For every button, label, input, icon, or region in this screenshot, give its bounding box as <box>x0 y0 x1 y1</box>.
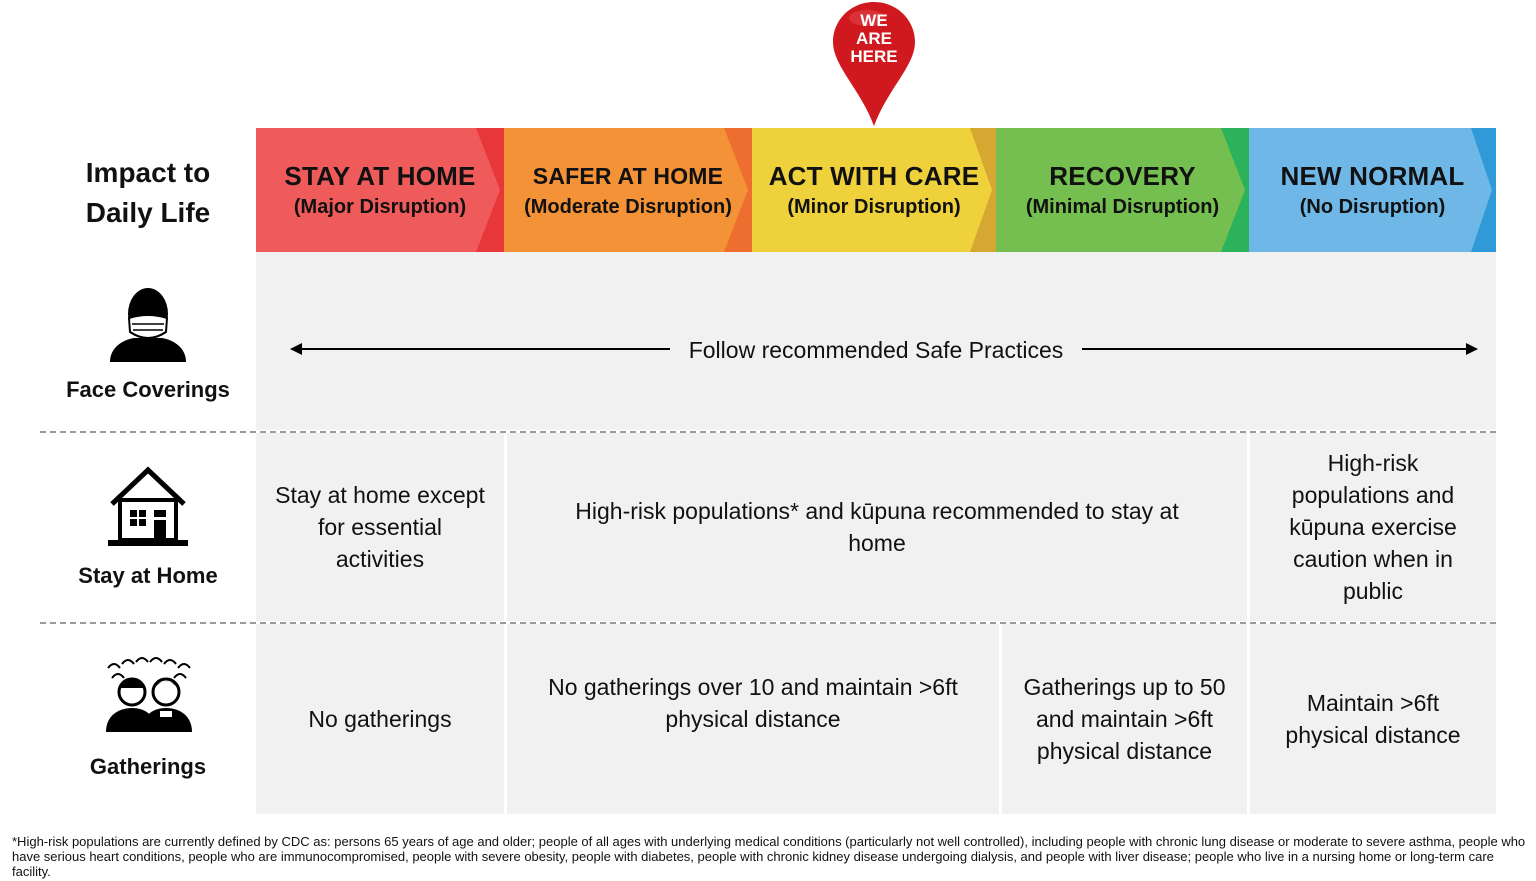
phase-safer-at-home: SAFER AT HOME (Moderate Disruption) <box>504 128 752 252</box>
face-coverings-cell: Follow recommended Safe Practices <box>256 252 1496 430</box>
impact-label-line1: Impact to <box>85 157 211 188</box>
phase-subtitle: (Major Disruption) <box>293 196 467 218</box>
gatherings-cell-phase4: Gatherings up to 50 and maintain >6ft ph… <box>1002 624 1247 814</box>
impact-label-line2: Daily Life <box>85 197 211 228</box>
crowd-icon <box>104 654 194 739</box>
footnote: *High-risk populations are currently def… <box>12 834 1526 879</box>
row-label-gatherings: Gatherings <box>89 754 207 779</box>
row-label-stay-at-home: Stay at Home <box>78 563 218 588</box>
gatherings-cell-phase5: Maintain >6ft physical distance <box>1250 624 1496 814</box>
cell-text: High-risk populations* and kūpuna recomm… <box>575 498 1179 556</box>
phase-title: SAFER AT HOME <box>532 163 724 189</box>
gatherings-cell-phase1: No gatherings <box>256 624 504 814</box>
phase-recovery: RECOVERY (Minimal Disruption) <box>996 128 1249 252</box>
row-divider <box>40 431 1496 433</box>
phase-new-normal: NEW NORMAL (No Disruption) <box>1249 128 1496 252</box>
impact-to-daily-life-label: Impact to Daily Life <box>40 148 256 238</box>
phase-title: STAY AT HOME <box>284 161 476 191</box>
house-icon <box>108 466 188 553</box>
face-mask-icon <box>108 282 188 367</box>
stay-home-cell-phase5: High-risk populations and kūpuna exercis… <box>1250 433 1496 621</box>
cell-text: High-risk populations and kūpuna exercis… <box>1289 450 1457 604</box>
phase-title: NEW NORMAL <box>1280 161 1465 191</box>
row-label-face-coverings: Face Coverings <box>66 377 230 402</box>
stay-home-cell-phases2-4: High-risk populations* and kūpuna recomm… <box>507 433 1247 621</box>
cell-text: No gatherings <box>308 706 452 732</box>
phase-title: RECOVERY <box>1049 161 1196 191</box>
pin-text-line2: ARE <box>856 29 892 48</box>
phase-subtitle: (Minor Disruption) <box>787 196 961 218</box>
cell-text: Maintain >6ft physical distance <box>1285 690 1461 748</box>
gatherings-cell-phases2-3: No gatherings over 10 and maintain >6ft … <box>507 624 999 814</box>
phase-act-with-care: ACT WITH CARE (Minor Disruption) <box>752 128 996 252</box>
phase-title: ACT WITH CARE <box>768 161 980 191</box>
row-divider <box>40 622 1496 624</box>
pin-text-line3: HERE <box>850 47 898 66</box>
phase-stay-at-home: STAY AT HOME (Major Disruption) <box>256 128 504 252</box>
stay-home-cell-phase1: Stay at home except for essential activi… <box>256 433 504 621</box>
phase-subtitle: (Minimal Disruption) <box>1025 196 1220 218</box>
cell-text: Stay at home except for essential activi… <box>275 482 485 572</box>
we-are-here-pin: WE ARE HERE <box>831 0 917 128</box>
map-pin-icon <box>833 2 915 126</box>
phase-subtitle: (No Disruption) <box>1299 196 1446 218</box>
pin-text-line1: WE <box>860 11 888 30</box>
phase-subtitle: (Moderate Disruption) <box>524 196 732 218</box>
cell-text: No gatherings over 10 and maintain >6ft … <box>548 674 958 732</box>
double-arrow-line <box>290 343 1478 355</box>
cell-text: Gatherings up to 50 and maintain >6ft ph… <box>1023 674 1226 764</box>
face-coverings-text: Follow recommended Safe Practices <box>688 337 1064 363</box>
